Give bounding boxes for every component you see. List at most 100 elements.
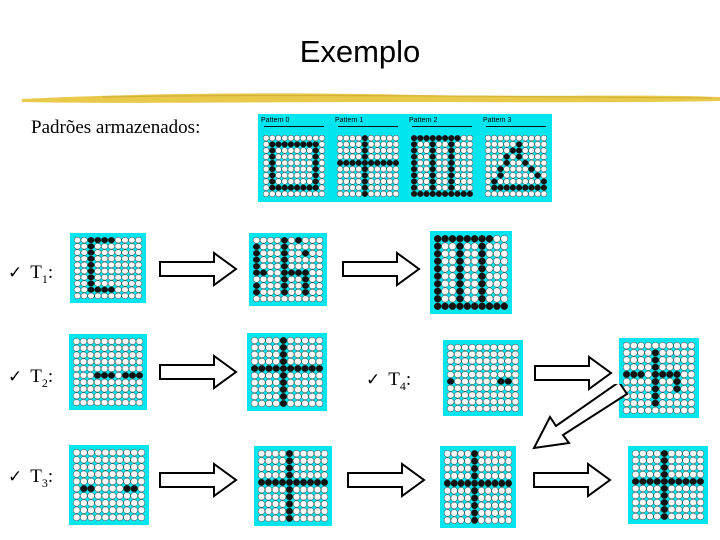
grid-cell-on <box>509 147 517 154</box>
grid-cell-off <box>374 147 381 154</box>
grid-cell-off <box>468 371 476 378</box>
grid-cell-off <box>639 513 647 520</box>
grid-cell-off <box>137 463 146 471</box>
grid-cell-off <box>446 405 455 412</box>
grid-cell-off <box>114 261 122 269</box>
grid-cell-off <box>320 514 329 522</box>
grid-cell-off <box>509 141 517 148</box>
grid-cell-off <box>93 358 102 366</box>
grid-cell-off <box>631 471 640 478</box>
grid-cell-off <box>287 289 296 296</box>
grid-cell-off <box>72 385 81 393</box>
grid-cell-off <box>262 147 270 154</box>
grid-cell-on <box>252 256 261 263</box>
grid-cell-off <box>72 399 81 406</box>
grid-cell-off <box>287 276 296 283</box>
stored-pattern-3: Pattern 3 <box>480 114 552 202</box>
grid-cell-on <box>639 478 647 485</box>
grid-cell-off <box>675 492 683 499</box>
grid-cell-off <box>72 463 81 471</box>
grid-cell-on <box>336 159 344 166</box>
grid-cell-on <box>515 184 523 191</box>
grid-cell-off <box>443 450 451 458</box>
grid-cell-off <box>522 147 529 154</box>
grid-cell-off <box>477 464 485 473</box>
grid-cell-on <box>312 172 319 179</box>
grid-cell-on <box>435 190 443 197</box>
grid-cell-off <box>509 159 517 167</box>
grid-cell-on <box>301 282 310 289</box>
grid-cell-on <box>312 184 319 191</box>
grid-cell-on <box>135 372 144 379</box>
grid-cell-off <box>72 449 81 457</box>
grid-cell-off <box>121 365 130 372</box>
grid-cell-off <box>294 256 303 263</box>
grid-cell-off <box>540 190 548 198</box>
grid-cell-on <box>286 365 295 372</box>
grid-cell-off <box>72 477 81 485</box>
grid-cell-off <box>313 500 322 508</box>
grid-cell-off <box>528 153 535 160</box>
grid-cell-off <box>286 372 295 379</box>
grid-cell-off <box>511 371 520 378</box>
grid-cell-off <box>493 242 501 250</box>
grid-cell-on <box>660 506 669 513</box>
grid-cell-on <box>429 141 436 148</box>
grid-cell-off <box>477 487 485 495</box>
grid-cell-off <box>130 456 138 464</box>
grid-cell-off <box>490 405 498 412</box>
grid-cell-off <box>687 370 696 378</box>
grid-cell-off <box>107 358 116 366</box>
grid-cell-on <box>252 282 261 289</box>
grid-cell-off <box>446 364 455 372</box>
grid-cell-off <box>450 457 458 465</box>
grid-cell-on <box>433 242 442 250</box>
grid-cell-off <box>318 153 326 160</box>
test-colon: : <box>405 369 412 390</box>
grid-cell-on <box>269 159 276 166</box>
grid-cell-off <box>308 250 317 257</box>
grid-cell-off <box>108 477 117 485</box>
grid-cell-off <box>475 371 484 378</box>
grid-cell-off <box>689 464 697 471</box>
grid-cell-off <box>73 255 81 262</box>
grid-cell-off <box>667 450 676 457</box>
grid-cell-on <box>87 243 95 250</box>
grid-cell-on <box>522 159 529 166</box>
grid-cell-off <box>646 457 654 464</box>
grid-cell-off <box>258 344 266 351</box>
grid-cell-on <box>281 141 288 148</box>
grid-cell-off <box>443 464 451 473</box>
grid-cell-off <box>259 237 268 244</box>
grid-cell-off <box>299 464 308 472</box>
grid-cell-off <box>646 485 654 492</box>
grid-cell-on <box>100 372 109 379</box>
grid-cell-on <box>280 282 289 289</box>
grid-cell-off <box>392 184 400 191</box>
grid-cell-on <box>696 478 705 485</box>
grid-cell-off <box>80 286 88 293</box>
grid-cell-off <box>484 494 492 502</box>
grid-cell-off <box>630 392 638 400</box>
grid-cell-off <box>680 385 688 393</box>
grid-cell-off <box>259 295 268 302</box>
grid-cell-off <box>300 153 307 160</box>
grid-cell-off <box>286 358 295 365</box>
grid-cell-off <box>666 356 674 364</box>
grid-cell-off <box>482 405 491 412</box>
grid-cell-on <box>87 274 95 281</box>
grid-cell-off <box>306 165 313 173</box>
grid-cell-off <box>493 272 501 280</box>
grid-cell-on <box>471 494 479 502</box>
grid-cell-off <box>114 249 122 256</box>
grid-cell-on <box>666 370 674 378</box>
grid-cell-off <box>540 159 548 167</box>
grid-cell-off <box>121 255 129 262</box>
grid-cell-off <box>450 487 458 495</box>
grid-cell-off <box>287 159 295 167</box>
grid-cell-off <box>500 235 509 243</box>
grid-cell-off <box>128 267 136 275</box>
grid-cell-off <box>308 237 317 244</box>
grid-cell-on <box>504 378 512 385</box>
grid-cell-off <box>292 457 301 465</box>
